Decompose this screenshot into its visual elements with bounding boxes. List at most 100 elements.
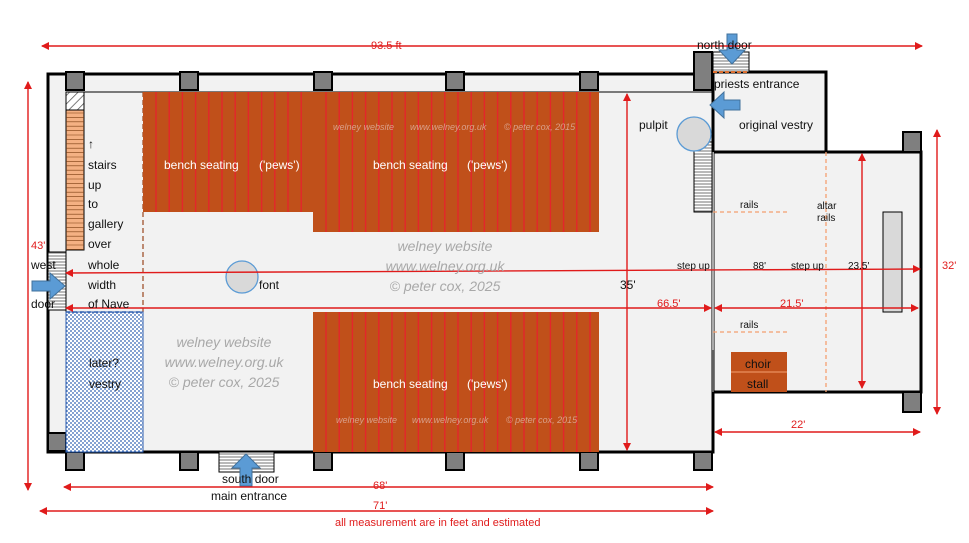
stairs-label-line: to (88, 197, 98, 211)
watermark-text: www.welney.org.uk (412, 415, 489, 425)
pews-north-west (143, 92, 313, 212)
dim-label: 32' (942, 260, 956, 272)
later-vestry (65, 311, 144, 453)
bench-seating-label: bench seating (373, 377, 448, 391)
pew-block (313, 312, 599, 452)
buttress (445, 451, 465, 471)
buttress (65, 71, 85, 91)
footnote: all measurement are in feet and estimate… (335, 517, 540, 529)
step-up-label: step up (791, 261, 824, 272)
watermark-text: © peter cox, 2025 (390, 278, 501, 294)
font-icon (225, 260, 259, 294)
buttresses (47, 51, 922, 471)
pews-south (313, 312, 599, 452)
dim-label: 88' (753, 261, 766, 272)
bench-seating-label: bench seating (164, 158, 239, 172)
stairs-label: ↑ stairs up to gallery over whole width … (87, 137, 130, 311)
step-up-label: step up (677, 261, 710, 272)
buttress (579, 71, 599, 91)
west-door-label: door (31, 297, 55, 311)
watermark-southwest: welney website www.welney.org.uk © peter… (165, 334, 285, 390)
west-door-label: west (30, 258, 56, 272)
stairs-label-line: over (88, 237, 111, 251)
pew-block (143, 92, 313, 212)
buttress (579, 451, 599, 471)
entrance-arrows (31, 33, 747, 487)
dim-label: 43' (31, 240, 45, 252)
gallery-stair-treads (66, 112, 84, 250)
priests-entrance-arrow-icon (709, 90, 741, 120)
buttress (902, 131, 922, 153)
stall-label: stall (747, 377, 768, 391)
watermark-text: www.welney.org.uk (410, 122, 487, 132)
dim-interior-length (65, 265, 921, 277)
rails-label: rails (740, 320, 758, 331)
watermark-small-bottom: welney website www.welney.org.uk © peter… (336, 415, 578, 425)
priests-entrance-label: priests entrance (714, 77, 800, 91)
north-door-label: north door (697, 38, 752, 52)
main-entrance-label: main entrance (211, 489, 287, 503)
dim-label: 68' (373, 480, 387, 492)
pews-label: ('pews') (467, 158, 508, 172)
dim-label: 35' (620, 278, 636, 292)
original-vestry-room (711, 70, 828, 154)
dimension-lines (24, 42, 941, 515)
pews-north-east (313, 92, 599, 232)
pulpit-stairs (693, 141, 713, 213)
bench-seating-label: bench seating (373, 158, 448, 172)
stairs-label-line: ↑ (88, 137, 94, 151)
stairs-label-line: whole (87, 258, 120, 272)
buttress (313, 451, 333, 471)
dim-label: 23.5' (848, 261, 869, 272)
vestry-floor (711, 70, 828, 154)
watermark-small-top: welney website www.welney.org.uk © peter… (333, 122, 576, 132)
buttress (179, 451, 199, 471)
dim-label: 66.5' (657, 298, 681, 310)
buttress (179, 71, 199, 91)
watermark-center: welney website www.welney.org.uk © peter… (386, 238, 506, 294)
altar-rails-label: altar (817, 201, 837, 212)
dim-label: 22' (791, 419, 805, 431)
pulpit-label: pulpit (639, 118, 668, 132)
pews-label: ('pews') (259, 158, 300, 172)
watermark-text: welney website (398, 238, 493, 254)
watermark-text: welney website (336, 415, 397, 425)
room-labels: north door priests entrance pulpit origi… (30, 38, 837, 503)
later-vestry-label: later? (89, 356, 119, 370)
watermark-text: www.welney.org.uk (386, 258, 506, 274)
font-label: font (259, 278, 280, 292)
stairs-label-line: of Nave (88, 297, 130, 311)
altar (882, 211, 903, 313)
buttress (445, 71, 465, 91)
stairs-label-line: width (87, 278, 116, 292)
buttress (693, 51, 713, 91)
pulpit-icon (676, 116, 712, 152)
corner-hatch (65, 91, 85, 111)
buttress (902, 391, 922, 413)
west-door-arrow-icon (31, 271, 66, 301)
original-vestry-label: original vestry (739, 118, 813, 132)
buttress (65, 451, 85, 471)
buttress (693, 451, 713, 471)
dimension-labels: 93.5 ft 43' 32' 35' 88' 66.5' 21.5' 23.5… (31, 40, 956, 529)
pews-label: ('pews') (467, 377, 508, 391)
south-door-label: south door (222, 472, 279, 486)
dim-label: 71' (373, 500, 387, 512)
watermark-text: © peter cox, 2015 (506, 415, 578, 425)
watermark-text: © peter cox, 2025 (169, 374, 280, 390)
stairs-label-line: stairs (88, 158, 117, 172)
pew-block (313, 92, 599, 232)
watermark-text: welney website (333, 122, 394, 132)
watermark-text: © peter cox, 2015 (504, 122, 576, 132)
dim-label: 93.5 ft (371, 40, 402, 52)
gallery-stairs (65, 109, 85, 251)
buttress (313, 71, 333, 91)
stairs-label-line: up (88, 178, 102, 192)
later-vestry-label: vestry (89, 377, 121, 391)
watermark-text: welney website (177, 334, 272, 350)
dim-label: 21.5' (780, 298, 804, 310)
rails-label: rails (740, 200, 758, 211)
altar-rails-label: rails (817, 213, 835, 224)
choir-label: choir (745, 357, 771, 371)
